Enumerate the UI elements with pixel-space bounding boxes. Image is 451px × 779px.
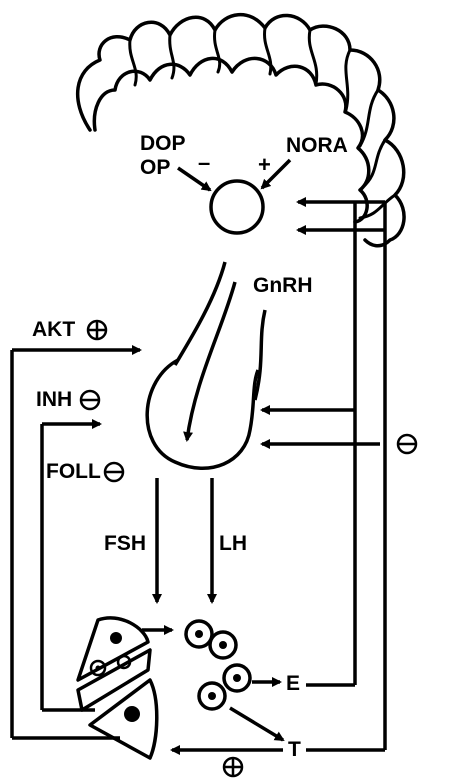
brain-sulci: [130, 28, 395, 218]
gnrh-arrow: [187, 282, 235, 440]
follicle-cells-icon: [186, 621, 250, 709]
label-t: T: [288, 738, 301, 761]
sign-minus: –: [198, 150, 210, 175]
label-lh: LH: [219, 532, 247, 555]
label-foll: FOLL: [46, 460, 101, 483]
label-dop: DOP: [140, 132, 186, 155]
label-gnrh: GnRH: [253, 274, 313, 297]
label-akt: AKT: [32, 318, 75, 341]
bottom-plus-circle-icon: [224, 758, 242, 776]
label-op: OP: [140, 156, 170, 179]
pituitary-stalk-left: [175, 262, 225, 365]
sign-plus: +: [258, 152, 271, 177]
foll-minus-circle-icon: [105, 463, 123, 481]
follicle-to-t-arrow: [230, 708, 283, 740]
label-e: E: [286, 672, 300, 695]
inh-minus-circle-icon: [81, 391, 99, 409]
akt-plus-circle-icon: [88, 321, 106, 339]
hypothalamus-nucleus: [211, 181, 263, 233]
label-nora: NORA: [286, 134, 348, 157]
feedback-minus-circle-icon: [398, 435, 416, 453]
label-inh: INH: [36, 388, 72, 411]
pituitary-stalk-right: [255, 310, 265, 400]
label-fsh: FSH: [104, 532, 146, 555]
